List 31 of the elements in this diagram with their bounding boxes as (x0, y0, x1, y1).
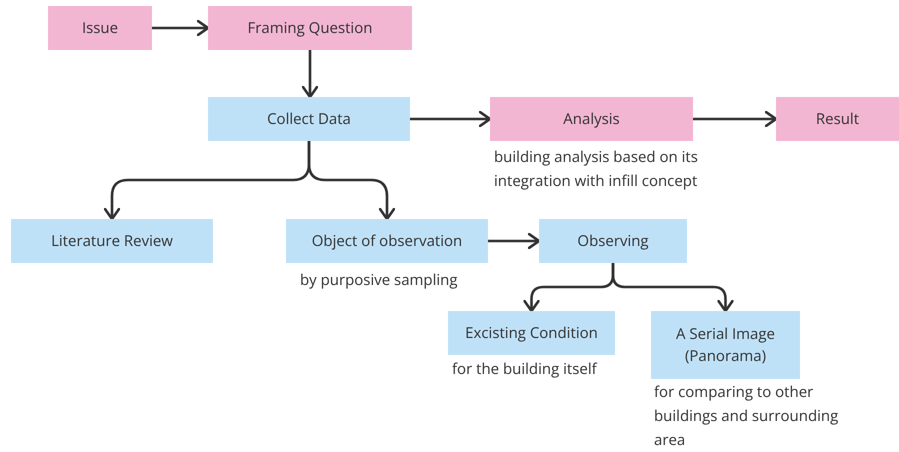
arrow (410, 110, 492, 128)
node-label: Issue (82, 17, 118, 39)
node-label: Collect Data (267, 108, 351, 130)
node-label: Result (816, 108, 860, 130)
process-box (776, 97, 899, 141)
arrow (612, 263, 734, 312)
arrow (302, 50, 318, 98)
node-label: Analysis (563, 108, 620, 130)
process-box (208, 97, 410, 141)
node-label: Literature Review (51, 230, 173, 252)
process-box (286, 219, 488, 263)
node-label: Observing (577, 230, 649, 252)
process-box (448, 311, 615, 355)
node-label: A Serial Image (Panorama) (675, 323, 776, 367)
process-box (48, 6, 152, 50)
arrow (152, 20, 210, 36)
node-label: Object of observation (312, 230, 462, 252)
process-box (208, 6, 412, 50)
node-note: by purposive sampling (300, 269, 459, 292)
arrow (308, 141, 396, 220)
process-box (651, 311, 800, 379)
process-box (11, 219, 213, 263)
process-box (490, 97, 693, 141)
process-box (539, 219, 687, 263)
node-note: for the building itself (452, 358, 598, 381)
arrow (488, 232, 540, 250)
node-note: building analysis based on its integration with infill concept (494, 146, 699, 193)
arrow (693, 110, 778, 128)
node-note: for comparing to other buildings and surrounding area (654, 381, 840, 452)
node-label: Framing Question (248, 17, 372, 39)
node-label: Excisting Condition (465, 322, 598, 344)
